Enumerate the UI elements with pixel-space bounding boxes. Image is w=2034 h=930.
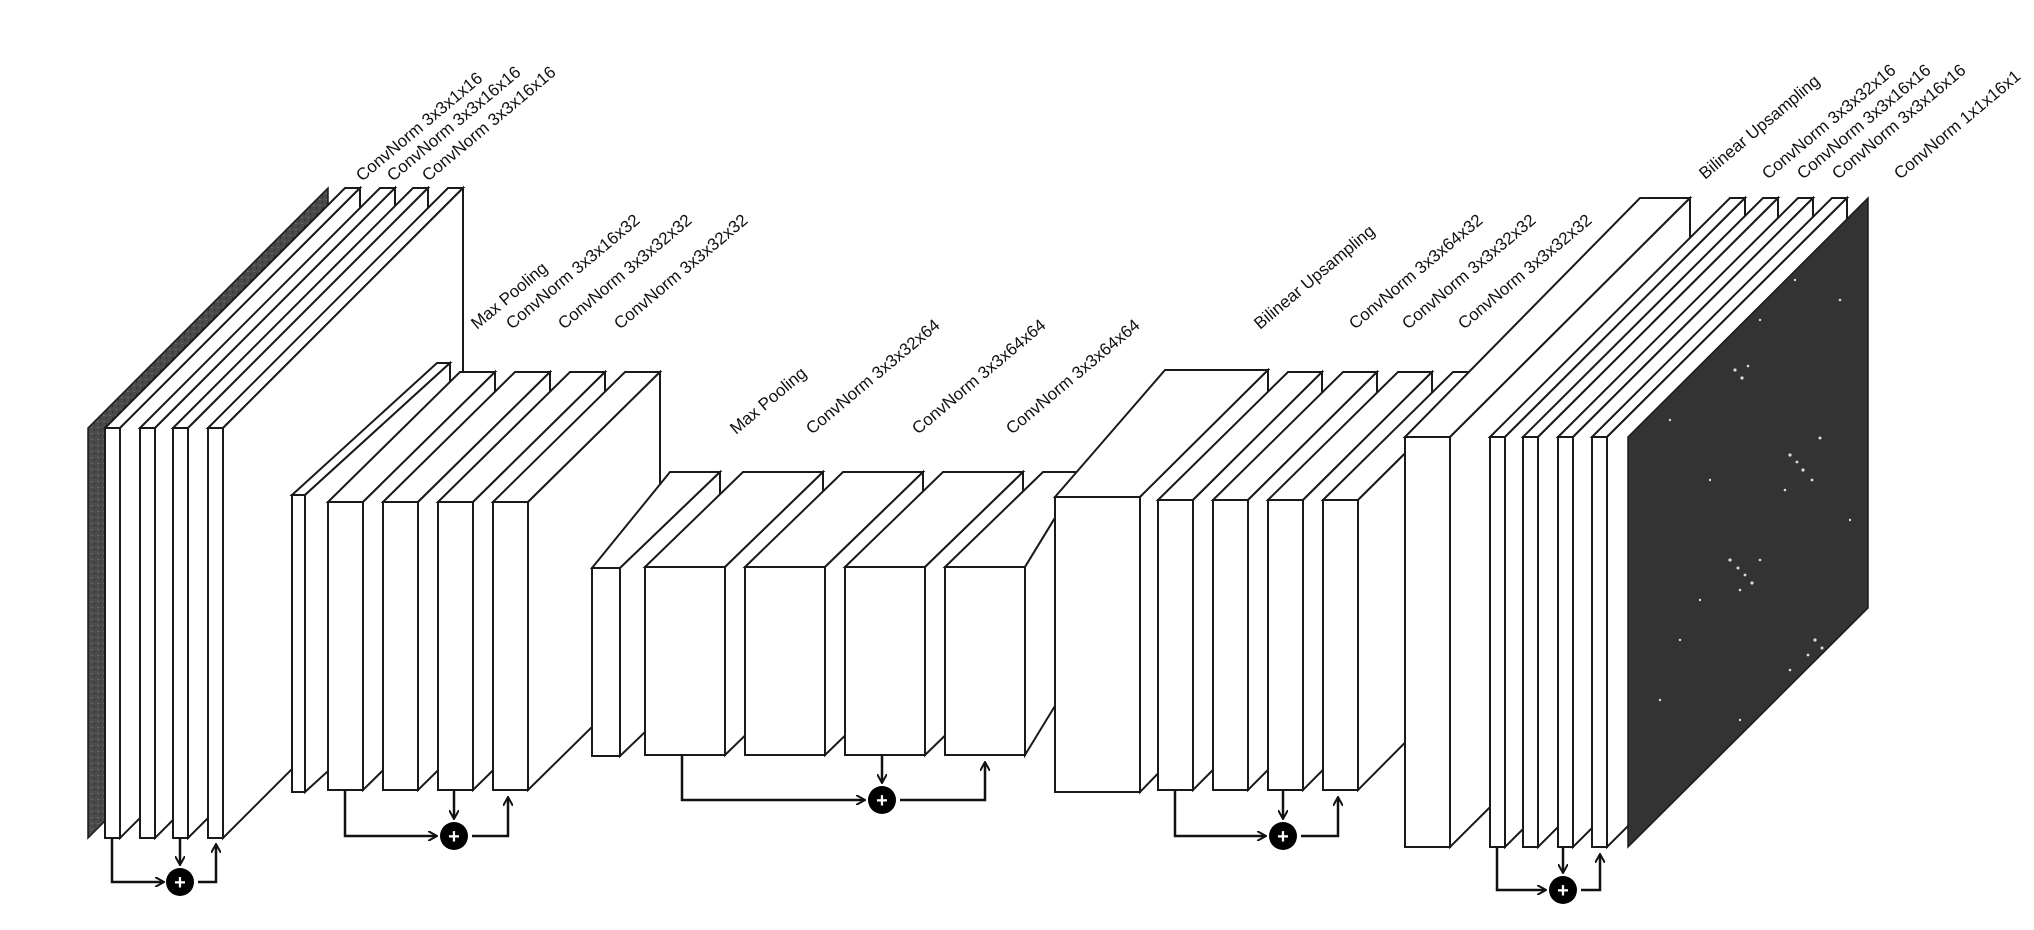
add-operation-icon: + (166, 868, 194, 896)
add-operation-icon: + (1269, 822, 1297, 850)
add-operation-icon: + (868, 786, 896, 814)
add-operation-icon: + (1549, 876, 1577, 904)
residual-connection-4 (1173, 790, 1338, 836)
residual-connection-3 (680, 755, 985, 800)
stage-decoder-2: + (1402, 195, 1869, 904)
svg-text:+: + (1557, 880, 1569, 902)
output-segmentation-map (1627, 196, 1869, 849)
residual-connection-2 (343, 790, 508, 836)
layer-label: Max Pooling (726, 363, 810, 438)
svg-text:+: + (876, 790, 888, 812)
svg-text:+: + (1277, 826, 1289, 848)
add-operation-icon: + (440, 822, 468, 850)
stage-bottleneck: + (589, 468, 1085, 814)
residual-connection-1 (110, 838, 216, 882)
output-speckles (1658, 278, 1852, 722)
stage-encoder-2: + (289, 360, 663, 850)
layer-label: ConvNorm 3x3x1x16 (352, 68, 486, 185)
svg-text:+: + (174, 872, 186, 894)
stage-decoder-1: + (1052, 367, 1490, 850)
svg-text:+: + (448, 826, 460, 848)
residual-connection-5 (1495, 847, 1600, 890)
